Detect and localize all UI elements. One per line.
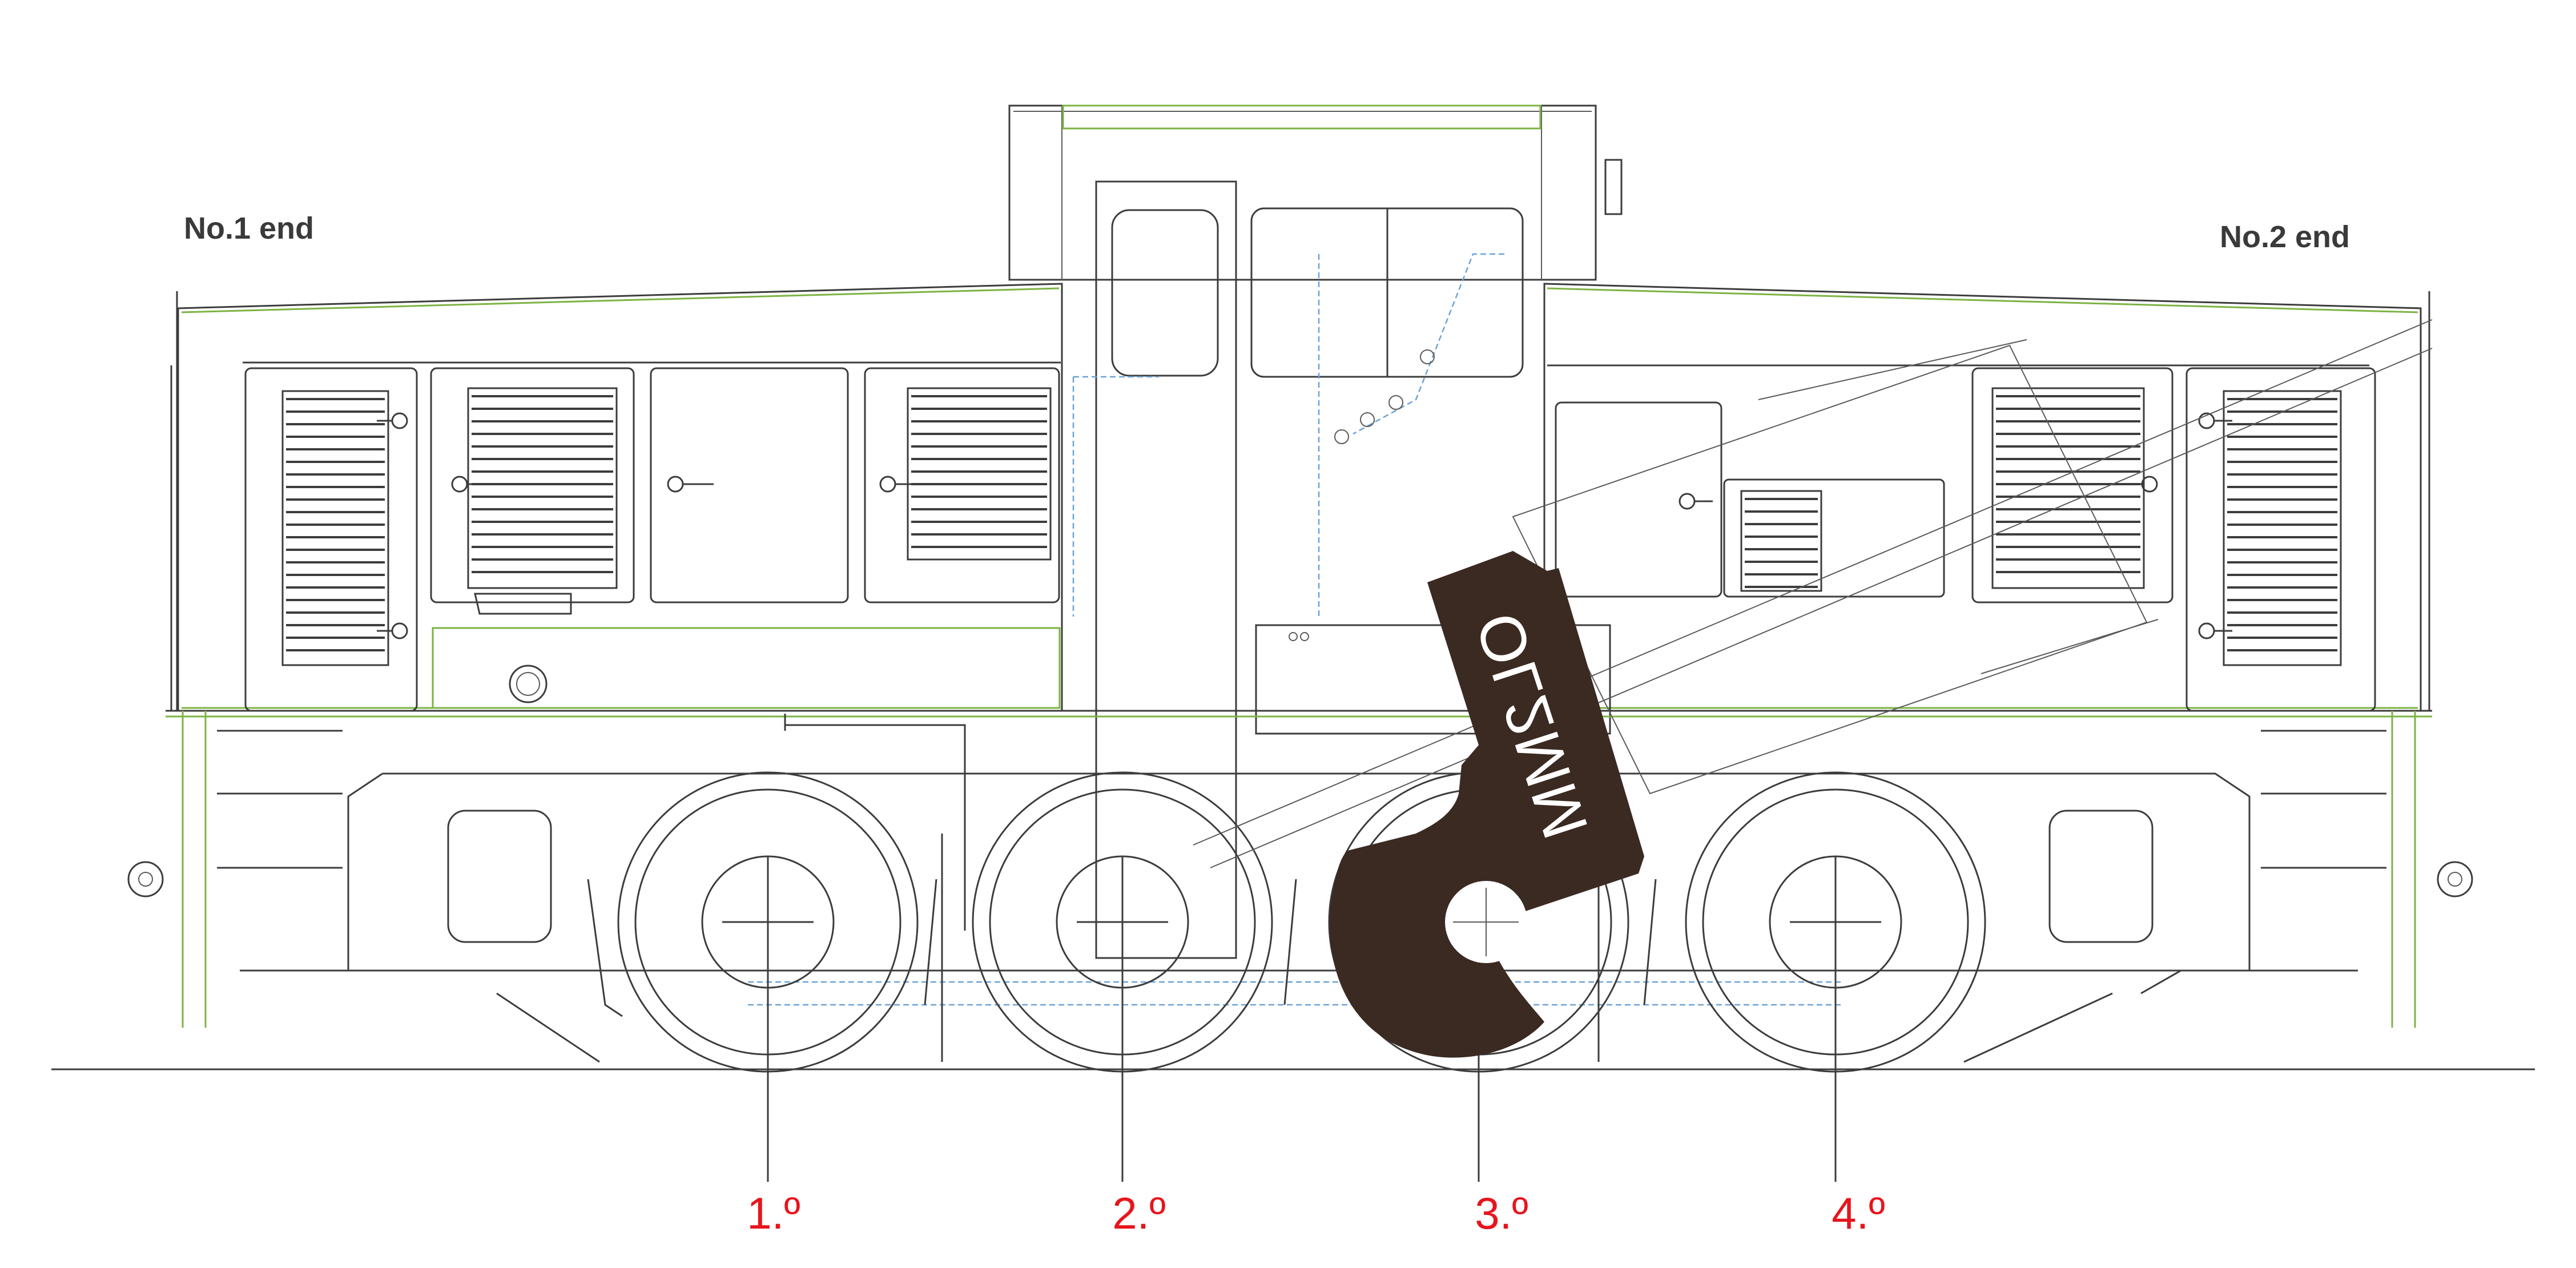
axle-2: 2.º xyxy=(1077,856,1168,1238)
louver-panel xyxy=(907,387,1052,561)
louver-panel xyxy=(467,387,618,589)
axle-label-3: 3.º xyxy=(1475,1188,1528,1238)
louver-panel xyxy=(1740,490,1822,592)
axle-label-2: 2.º xyxy=(1112,1188,1166,1238)
end-label-right: No.2 end xyxy=(2220,220,2350,254)
axle-markers: 1.º 2.º 3.º 4.º xyxy=(722,856,1885,1238)
axle-1: 1.º xyxy=(722,856,814,1238)
drive-shaft-lines xyxy=(1193,319,2433,868)
key-plate: OL2MM xyxy=(1329,551,1644,1058)
frame xyxy=(127,710,2473,1063)
louver-panel xyxy=(2223,390,2342,666)
louvers xyxy=(281,387,2342,666)
key-plate-shape xyxy=(1329,551,1644,1058)
axle-label-1: 1.º xyxy=(747,1188,800,1238)
end-label-left: No.1 end xyxy=(184,211,314,245)
louver-panel xyxy=(1991,387,2145,589)
axle-4: 4.º xyxy=(1790,856,1885,1238)
hood-no1 xyxy=(170,283,1063,712)
cab xyxy=(1008,104,1623,959)
axle-label-4: 4.º xyxy=(1832,1188,1885,1238)
louver-panel xyxy=(281,390,389,666)
door-handles xyxy=(377,412,2232,639)
hood-no2 xyxy=(1255,283,2430,735)
